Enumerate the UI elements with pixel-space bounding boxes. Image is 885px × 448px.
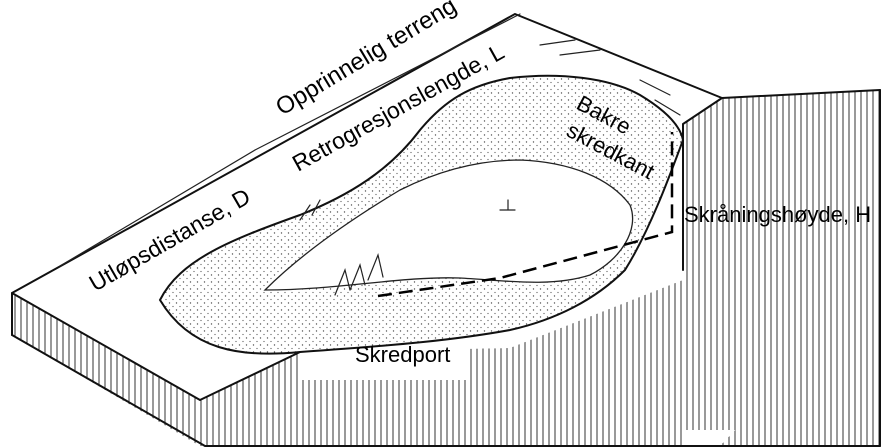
right-side-face — [683, 90, 880, 430]
label-slide-gate: Skredport — [355, 342, 450, 367]
label-slope-height: Skråningshøyde, H — [684, 202, 871, 227]
